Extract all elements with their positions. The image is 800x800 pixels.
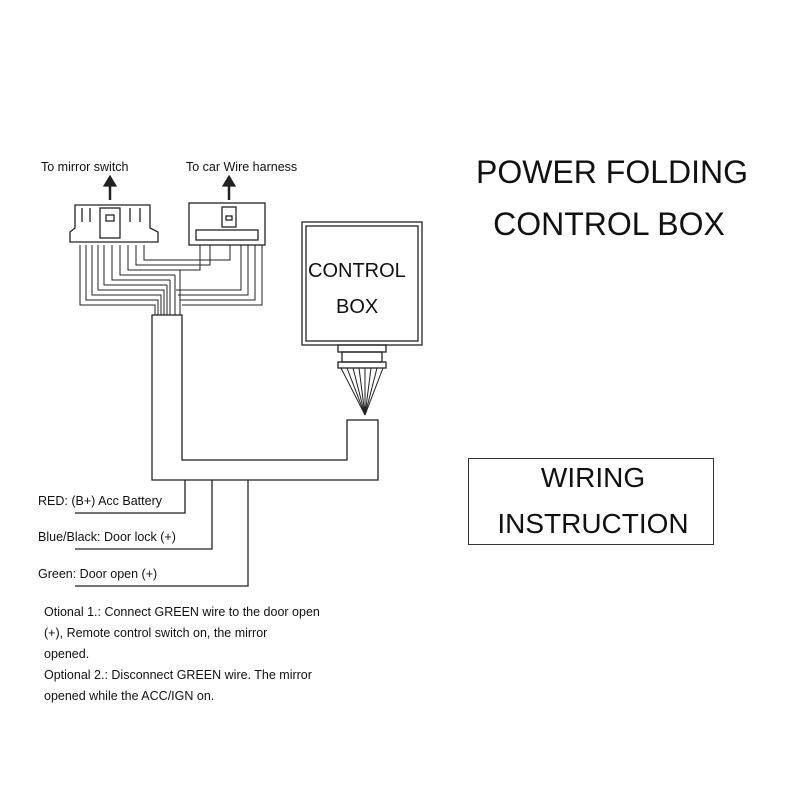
instruction-heading: INSTRUCTION xyxy=(497,508,689,539)
blue-black-wire xyxy=(75,480,213,550)
arrow-up-icon xyxy=(102,174,118,200)
wire-label-red: RED: (B+) Acc Battery xyxy=(38,494,162,508)
arrow-up-icon xyxy=(221,174,237,200)
car-harness-label: To car Wire harness xyxy=(186,160,298,174)
control-box xyxy=(301,221,423,369)
wiring-heading: WIRING xyxy=(540,462,646,493)
note-line: Otional 1.: Connect GREEN wire to the do… xyxy=(44,605,320,619)
page-title-2: CONTROL BOX xyxy=(493,206,725,242)
control-box-label-2: BOX xyxy=(336,296,379,318)
harness-wires xyxy=(79,245,263,315)
wiring-instruction-box xyxy=(468,458,714,545)
red-wire xyxy=(75,480,186,514)
wire-label-green: Green: Door open (+) xyxy=(38,567,158,581)
note-line: opened while the ACC/IGN on. xyxy=(44,689,215,703)
wire-label-blue-black: Blue/Black: Door lock (+) xyxy=(38,530,176,544)
note-line: Optional 2.: Disconnect GREEN wire. The … xyxy=(44,668,312,682)
note-line: opened. xyxy=(44,647,90,661)
green-wire xyxy=(75,480,249,587)
mirror-switch-label: To mirror switch xyxy=(41,160,129,174)
control-box-label: CONTROL xyxy=(308,260,406,282)
car-harness-connector xyxy=(188,202,266,246)
note-line: (+), Remote control switch on, the mirro… xyxy=(44,626,268,640)
control-box-wires xyxy=(340,367,384,416)
mirror-switch-connector xyxy=(69,204,159,243)
notes: Otional 1.: Connect GREEN wire to the do… xyxy=(44,602,344,707)
page-title: POWER FOLDING xyxy=(475,154,748,190)
cable-loop xyxy=(151,314,379,481)
